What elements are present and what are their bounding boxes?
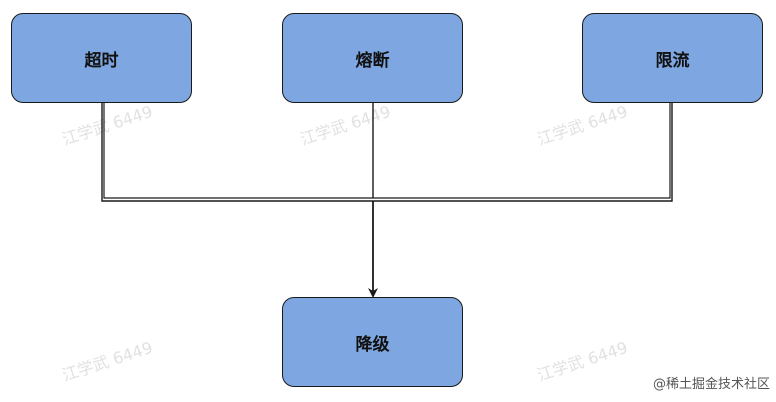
connector-outer-path (101, 103, 673, 202)
footer-credit: @稀土掘金技术社区 (652, 377, 770, 392)
node-timeout: 超时 (11, 13, 192, 103)
node-rate-limit: 限流 (582, 13, 763, 103)
connector-inner-path (103, 103, 671, 199)
node-degrade-label: 降级 (355, 334, 390, 355)
node-degrade: 降级 (282, 297, 463, 387)
node-circuit-breaker: 熔断 (282, 13, 463, 103)
node-timeout-label: 超时 (84, 50, 119, 71)
node-rate-limit-label: 限流 (655, 50, 690, 71)
node-circuit-breaker-label: 熔断 (355, 50, 390, 71)
